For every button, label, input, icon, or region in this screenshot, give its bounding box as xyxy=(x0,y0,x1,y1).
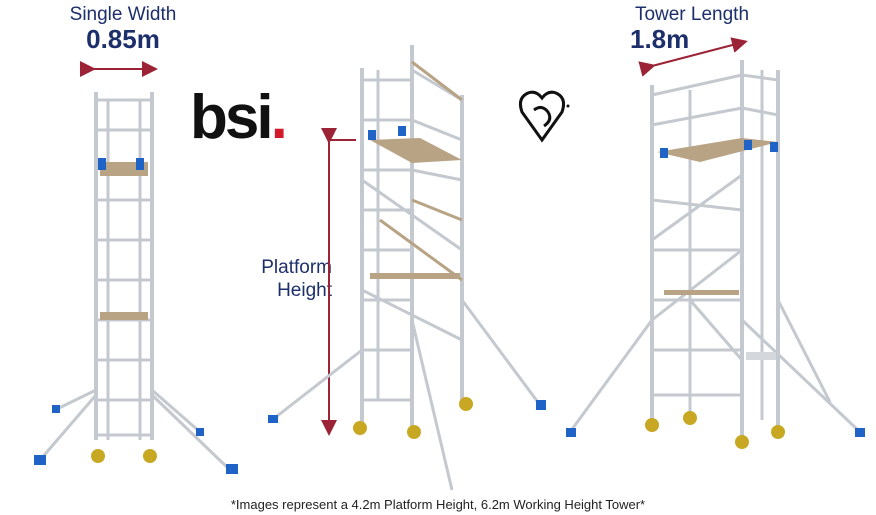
platform-height-line1: Platform xyxy=(261,257,332,278)
image-caption: *Images represent a 4.2m Platform Height… xyxy=(230,497,646,512)
bsi-kitemark-icon xyxy=(519,90,570,143)
bsi-logo-dot: . xyxy=(270,83,288,152)
platform-height-tower xyxy=(271,45,542,491)
single-width-tower xyxy=(38,92,232,472)
bsi-logo: bsi. xyxy=(190,82,288,153)
platform-height-label: Platform Height xyxy=(232,256,332,302)
single-width-title: Single Width xyxy=(69,4,177,25)
tower-length-arrow xyxy=(638,37,748,77)
single-width-value: 0.85m xyxy=(86,24,160,54)
tower-length-tower xyxy=(568,60,862,440)
platform-height-line2: Height xyxy=(277,280,332,301)
bsi-logo-text: bsi xyxy=(190,83,274,152)
tower-length-title: Tower Length xyxy=(634,4,750,25)
